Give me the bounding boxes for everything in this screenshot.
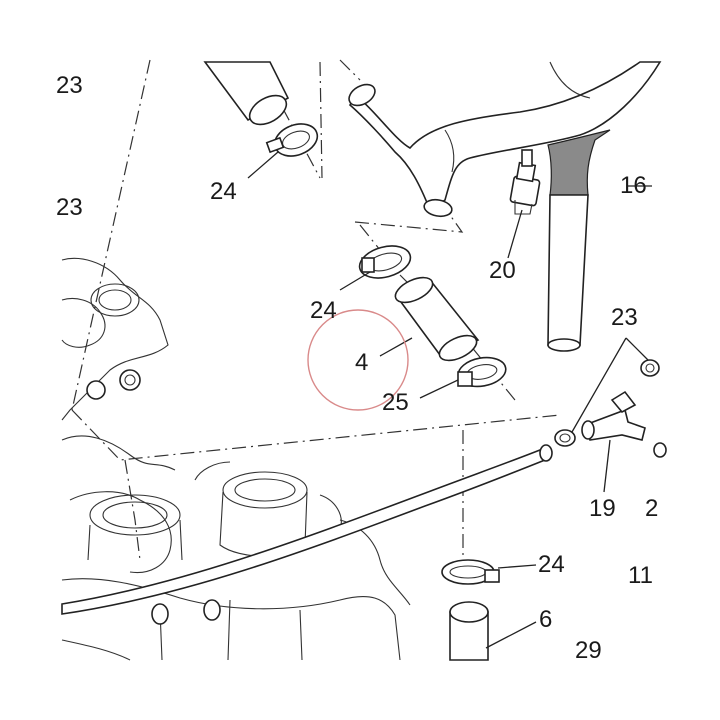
callout-24-center: 24 xyxy=(310,297,337,324)
callout-20: 20 xyxy=(489,257,516,284)
hose-clamp-upper xyxy=(265,123,319,157)
t-piece-19 xyxy=(581,390,646,441)
callout-16: 16 xyxy=(620,172,647,199)
callout-19: 19 xyxy=(589,495,616,522)
leader-lines xyxy=(247,151,652,649)
hose-long-diagonal xyxy=(61,444,553,615)
hose-short-4 xyxy=(394,276,480,362)
hose-clamp-25 xyxy=(457,356,507,388)
pipe-upper-y xyxy=(348,61,662,218)
hose-clamp-center xyxy=(358,245,412,279)
highlight-circle xyxy=(307,309,409,411)
guide-lines xyxy=(71,59,581,565)
small-clamps-right xyxy=(554,359,667,458)
callout-25: 25 xyxy=(382,389,409,416)
callout-2: 2 xyxy=(645,495,658,522)
callout-6: 6 xyxy=(539,606,552,633)
callouts: 23 23 24 24 20 16 23 4 25 19 2 24 11 6 2… xyxy=(56,72,658,664)
hose-bottom-6 xyxy=(449,601,489,661)
callout-24-lower: 24 xyxy=(538,551,565,578)
callout-23-right: 23 xyxy=(611,304,638,331)
hose-upper-left xyxy=(203,61,290,126)
callout-4: 4 xyxy=(355,349,368,376)
temperature-sensor xyxy=(509,149,541,215)
pipe-vertical-right xyxy=(547,129,611,352)
callout-11: 11 xyxy=(628,562,653,589)
hose-clamp-lower xyxy=(441,559,500,585)
callout-23-mid: 23 xyxy=(56,194,83,221)
callout-29: 29 xyxy=(575,637,602,664)
callout-23-top: 23 xyxy=(56,72,83,99)
callout-24-upper: 24 xyxy=(210,178,237,205)
